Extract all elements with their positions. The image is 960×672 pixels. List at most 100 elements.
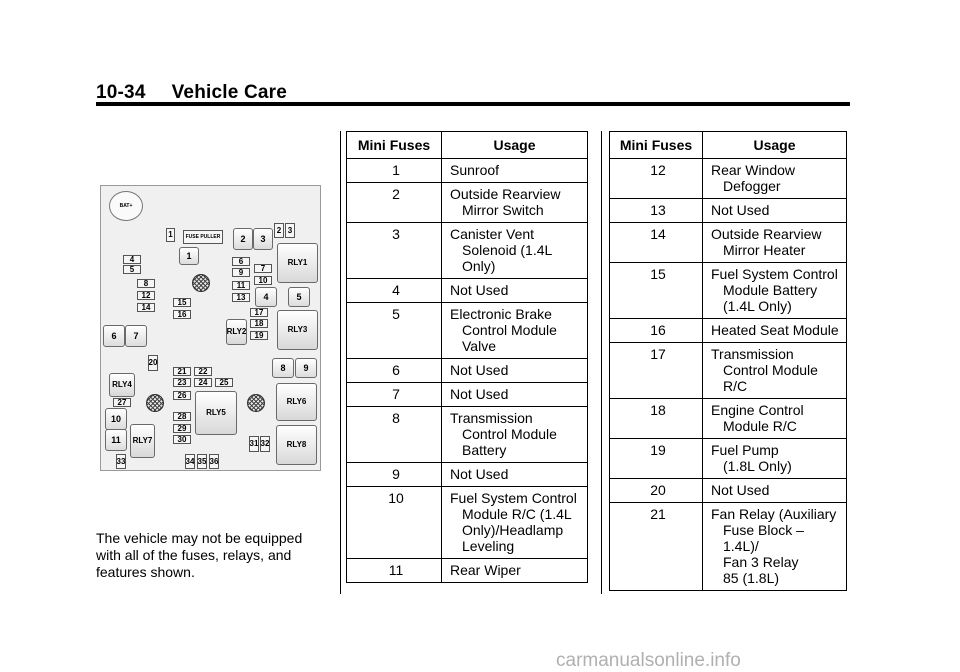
usage-line: Only)/Headlamp bbox=[462, 522, 564, 538]
mounting-stud-icon-2 bbox=[146, 394, 164, 412]
usage-cell: Not Used bbox=[441, 358, 588, 383]
fuse-number-cell: 19 bbox=[609, 438, 703, 479]
relay-rly4: RLY4 bbox=[109, 373, 135, 397]
fuse-24: 24 bbox=[194, 378, 212, 387]
column-header-mini-fuses: Mini Fuses bbox=[609, 131, 703, 159]
fuse-number-cell: 15 bbox=[609, 262, 703, 319]
fuse-4: 4 bbox=[123, 255, 141, 264]
fuse-9: 9 bbox=[232, 268, 250, 277]
usage-line: Fan 3 Relay bbox=[723, 554, 799, 570]
fuse-number-cell: 3 bbox=[346, 222, 442, 279]
fuse-36: 36 bbox=[209, 454, 219, 469]
table-row: 11 Rear Wiper bbox=[346, 558, 588, 583]
fuse-5: 5 bbox=[123, 265, 141, 274]
usage-line: Battery bbox=[462, 442, 507, 458]
table-header-row: Mini Fuses Usage bbox=[346, 131, 588, 159]
fuse-26: 26 bbox=[173, 391, 191, 400]
fuse-10-large: 10 bbox=[105, 408, 127, 430]
fuse-35: 35 bbox=[197, 454, 207, 469]
usage-cell: Not Used bbox=[702, 198, 847, 223]
usage-cell: Rear Wiper bbox=[441, 558, 588, 583]
fuse-number-cell: 11 bbox=[346, 558, 442, 583]
fuse-8-large: 8 bbox=[272, 358, 294, 378]
usage-line: Fuel System Control bbox=[450, 490, 577, 506]
fuse-20: 20 bbox=[148, 355, 158, 371]
usage-line: Not Used bbox=[450, 466, 509, 482]
fuse-8: 8 bbox=[137, 279, 155, 288]
usage-cell: Fuel Pump(1.8L Only) bbox=[702, 438, 847, 479]
fuse-4-large: 4 bbox=[255, 287, 277, 307]
usage-line: Control Module bbox=[462, 322, 557, 338]
usage-line: (1.8L Only) bbox=[723, 458, 792, 474]
mounting-stud-icon-3 bbox=[247, 394, 265, 412]
usage-line: Transmission bbox=[711, 346, 794, 362]
fuse-5-large: 5 bbox=[288, 287, 310, 307]
relay-rly6: RLY6 bbox=[276, 383, 317, 421]
relay-rly7: RLY7 bbox=[130, 424, 155, 458]
section-title: Vehicle Care bbox=[171, 82, 288, 103]
fuse-30: 30 bbox=[173, 435, 191, 444]
relay-rly1: RLY1 bbox=[277, 243, 318, 283]
usage-line: Not Used bbox=[711, 202, 770, 218]
usage-line: Rear Wiper bbox=[450, 562, 521, 578]
fuse-number-cell: 7 bbox=[346, 382, 442, 407]
fuse-22: 22 bbox=[194, 367, 212, 376]
fuse-12: 12 bbox=[137, 291, 155, 300]
fuse-puller: FUSE PULLER bbox=[183, 230, 223, 244]
fuse-1: 1 bbox=[166, 228, 175, 242]
usage-line: Valve bbox=[462, 338, 496, 354]
fuse-number-cell: 4 bbox=[346, 278, 442, 303]
usage-cell: Heated Seat Module bbox=[702, 318, 847, 343]
usage-line: Not Used bbox=[711, 482, 770, 498]
fuse-number-cell: 14 bbox=[609, 222, 703, 263]
fuse-number-cell: 17 bbox=[609, 342, 703, 399]
usage-line: Electronic Brake bbox=[450, 306, 552, 322]
column-header-usage: Usage bbox=[441, 131, 588, 159]
watermark: carmanualsonline.info bbox=[556, 650, 741, 671]
table-row: 16 Heated Seat Module bbox=[609, 318, 847, 343]
fuse-6: 6 bbox=[232, 257, 250, 266]
usage-line: Fuel System Control bbox=[711, 266, 838, 282]
fuse-number-cell: 16 bbox=[609, 318, 703, 343]
fuse-number-cell: 9 bbox=[346, 462, 442, 487]
usage-cell: Not Used bbox=[441, 382, 588, 407]
usage-line: Canister Vent bbox=[450, 226, 535, 242]
fuse-23: 23 bbox=[173, 378, 191, 387]
fuse-19: 19 bbox=[250, 331, 268, 340]
fuse-number-cell: 10 bbox=[346, 486, 442, 559]
fuse-25: 25 bbox=[215, 378, 233, 387]
relay-1: 1 bbox=[179, 247, 199, 265]
usage-line: Fuse Block – 1.4L)/ bbox=[723, 522, 804, 554]
usage-line: Engine Control bbox=[711, 402, 804, 418]
fuse-number-cell: 21 bbox=[609, 502, 703, 591]
fuse-33: 33 bbox=[116, 454, 126, 469]
fuse-number-cell: 8 bbox=[346, 406, 442, 463]
fuse-number-cell: 2 bbox=[346, 182, 442, 223]
usage-line: Defogger bbox=[723, 178, 781, 194]
usage-line: Module R/C (1.4L bbox=[462, 506, 572, 522]
usage-line: Module Battery bbox=[723, 282, 818, 298]
fuse-number-cell: 20 bbox=[609, 478, 703, 503]
fuse-number-cell: 12 bbox=[609, 158, 703, 199]
equipment-note: The vehicle may not be equipped with all… bbox=[96, 530, 303, 580]
usage-line: Heated Seat Module bbox=[711, 322, 839, 338]
